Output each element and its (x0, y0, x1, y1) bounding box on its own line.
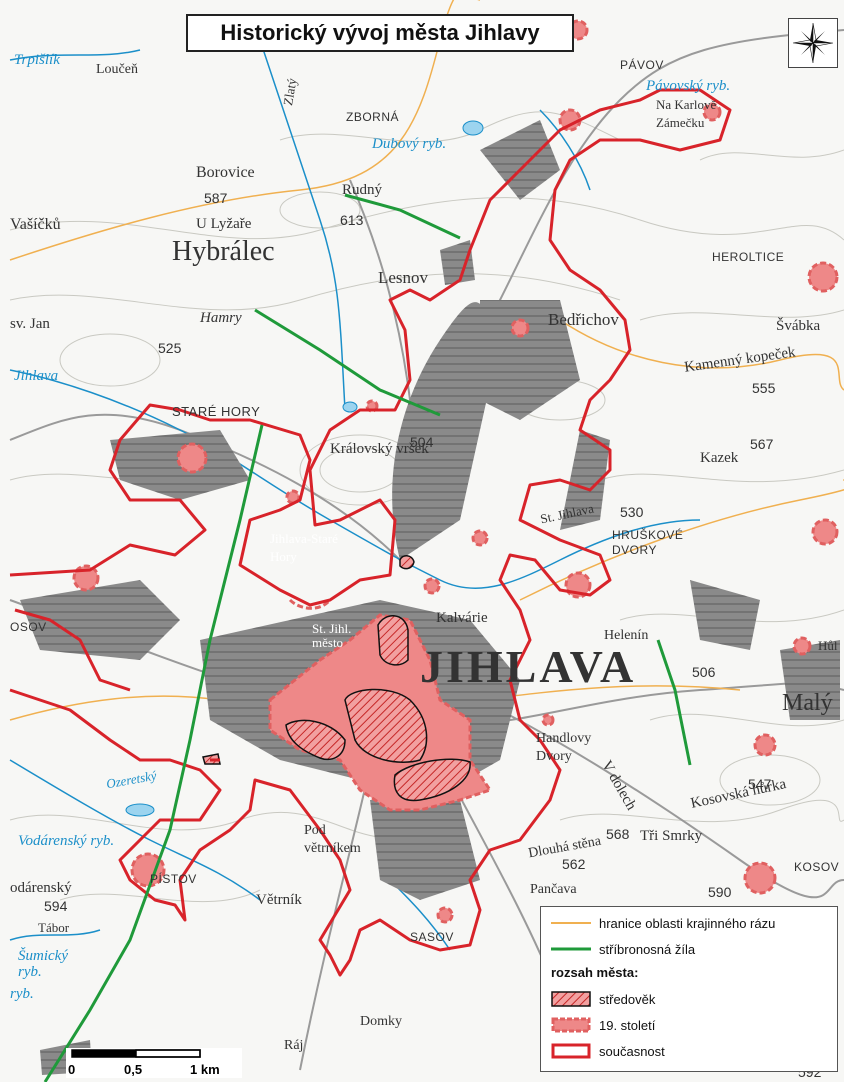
label-na-karlove-zamecku: Na Karlově Zámečku (656, 97, 717, 130)
label-lesnov: Lesnov (378, 268, 429, 287)
legend-row-c19: 19. století (551, 1017, 655, 1033)
label-hruskove-dvory: HRUŠKOVÉ DVORY (612, 528, 684, 557)
label-pod-vetrnikem: Pod větrníkem (304, 823, 361, 856)
label-vodarensky: odárenský (10, 880, 72, 896)
label-vodarensky-rybnik: Vodárenský ryb. (18, 833, 115, 849)
map-title: Historický vývoj města Jihlavy (186, 14, 574, 52)
elevation-530: 530 (620, 504, 644, 520)
legend-c19-label: 19. století (599, 1017, 656, 1033)
elevation-555: 555 (752, 380, 776, 396)
label-pancava: Pančava (530, 882, 577, 897)
legend-row-present: současnost (551, 1043, 665, 1059)
elevation-547: 547 (748, 776, 772, 792)
elevation-587: 587 (204, 190, 228, 206)
elevation-504: 504 (410, 434, 434, 450)
legend-medieval-symbol (551, 991, 591, 1007)
label-handlovy-dvory: Handlovy Dvory (536, 731, 592, 764)
label-sasov: SASOV (410, 930, 454, 944)
streams (9, 39, 701, 951)
label-hule: Hůl (818, 638, 838, 653)
label-loucen: Loučeň (96, 62, 138, 77)
label-hamry: Hamry (200, 310, 242, 326)
label-dubovy-rybnik: Dubový ryb. (372, 136, 447, 152)
label-trpislik: Trpišlík (14, 52, 60, 68)
label-kosov-west: OSOV (10, 620, 47, 634)
silver-veins (43, 193, 692, 1082)
label-vasicku: Vašíčků (10, 216, 61, 233)
label-jihlava: JIHLAVA (420, 641, 637, 692)
legend-boundary-label: hranice oblasti krajinného rázu (599, 915, 776, 931)
label-sumicny-rybnik: Šumický ryb. (18, 948, 68, 980)
label-zborna: ZBORNÁ (346, 110, 400, 124)
label-jihlava-river: Jihlava (14, 368, 59, 384)
scale-label-0: 0 (68, 1062, 76, 1077)
scale-bar: 0 0,5 1 km (66, 1048, 242, 1078)
legend-boundary-symbol (551, 922, 591, 924)
label-hybralec: Hybrálec (172, 236, 275, 267)
extent-present (9, 88, 732, 977)
legend-row-medieval: středověk (551, 991, 655, 1007)
legend-c19-symbol (551, 1017, 591, 1033)
elevation-506: 506 (692, 664, 716, 680)
label-sv-jan: sv. Jan (10, 316, 50, 332)
elevation-594: 594 (44, 898, 68, 914)
legend-present-label: současnost (599, 1043, 665, 1059)
label-kalvarie: Kalvárie (436, 610, 488, 626)
label-kralovsky-vrsek: Královský vršek (330, 441, 429, 457)
label-heroltice: HEROLTICE (712, 250, 785, 264)
label-domky: Domky (360, 1014, 402, 1029)
scale-bar-graphic (71, 1049, 201, 1058)
label-bedrichov: Bedřichov (548, 310, 619, 329)
label-svabka: Švábka (776, 318, 821, 334)
label-pavovsky-rybnik: Pávovský ryb. (646, 78, 731, 94)
label-vetrnik: Větrník (256, 892, 302, 908)
scale-label-half: 0,5 (124, 1062, 143, 1077)
legend-vein-symbol (551, 947, 591, 951)
compass-rose-icon (788, 18, 838, 68)
label-borovice: Borovice (196, 164, 255, 181)
elevation-567: 567 (750, 436, 774, 452)
elevation-590: 590 (708, 884, 732, 900)
legend-vein-label: stříbronosná žíla (599, 941, 696, 957)
label-pistov: PÍSTOV (150, 872, 197, 886)
legend-row-vein: stříbronosná žíla (551, 941, 695, 957)
elevation-525: 525 (158, 340, 182, 356)
label-raj: Ráj (284, 1038, 304, 1053)
label-jihlava-stare-hory: Jihlava-Staré Hory (270, 531, 338, 564)
label-pavov: PÁVOV (620, 58, 664, 72)
legend-row-boundary: hranice oblasti krajinného rázu (551, 915, 775, 931)
ponds (125, 120, 484, 817)
legend-present-symbol (551, 1043, 591, 1059)
label-rudny: Rudný (342, 182, 383, 198)
map-legend: hranice oblasti krajinného rázu stříbron… (540, 906, 838, 1072)
label-helenin: Helenín (604, 628, 649, 643)
label-maly: Malý (782, 690, 833, 716)
label-tabor: Tábor (38, 920, 70, 935)
label-kosov: KOSOV (794, 860, 840, 874)
label-kazek: Kazek (700, 450, 739, 466)
elevation-568: 568 (606, 826, 630, 842)
scale-label-1km: 1 km (190, 1062, 220, 1077)
legend-extent-title: rozsah města: (551, 965, 639, 980)
label-tri-smrky: Tři Smrky (640, 828, 703, 844)
label-rybnik-west: ryb. (10, 986, 34, 1002)
label-stare-hory: STARÉ HORY (172, 404, 261, 419)
label-u-lyzare: U Lyžaře (196, 216, 252, 232)
label-stare-mesto: St. Jihl. město (312, 621, 352, 650)
legend-medieval-label: středověk (599, 991, 656, 1007)
elevation-613: 613 (340, 212, 364, 228)
elevation-562: 562 (562, 856, 586, 872)
